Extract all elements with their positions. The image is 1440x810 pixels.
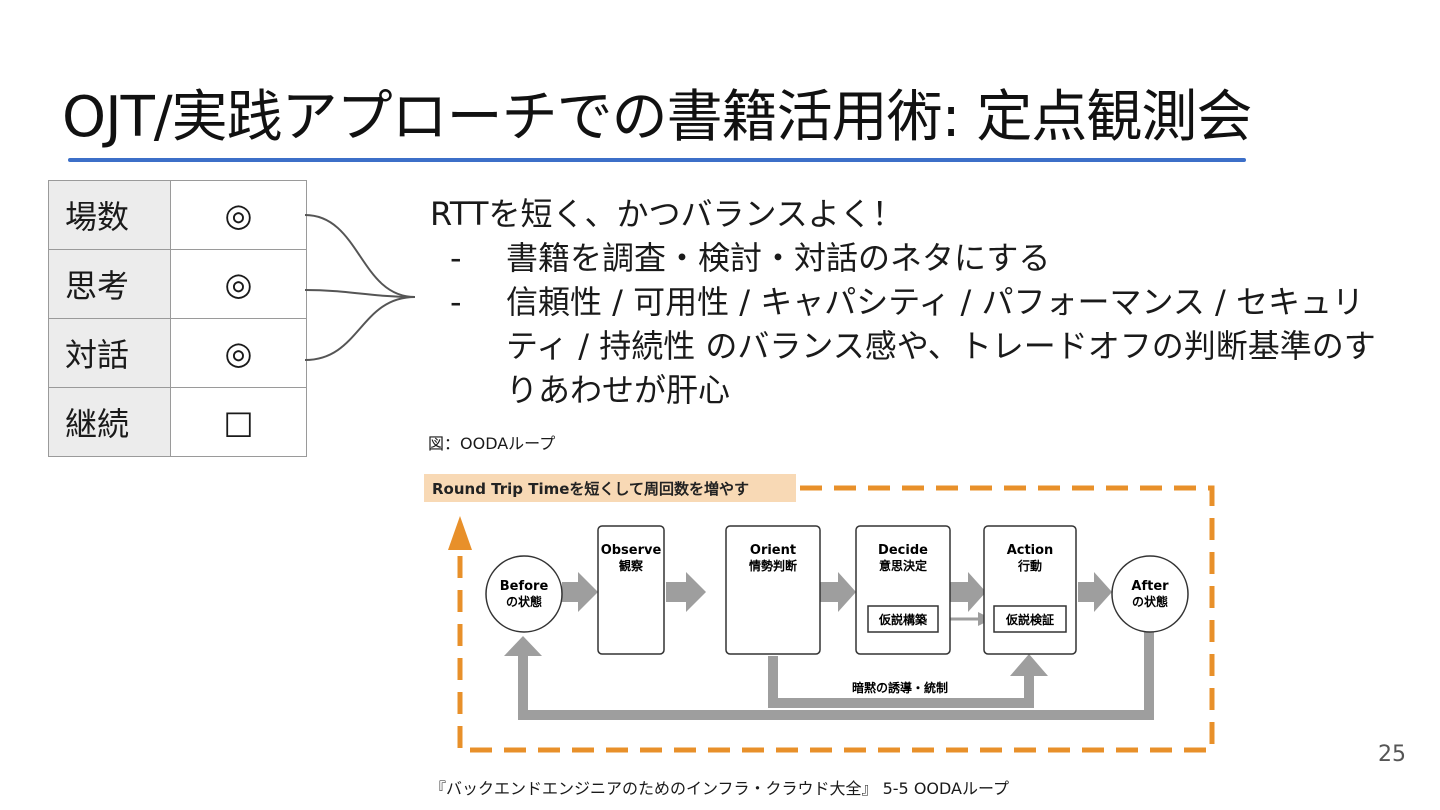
evaluation-table: 場数 ◎ 思考 ◎ 対話 ◎ 継続 □: [48, 180, 307, 457]
bullet-list: RTTを短く、かつバランスよく！ - 書籍を調査・検討・対話のネタにする - 信…: [430, 192, 1386, 412]
orient-sublabel: 情勢判断: [749, 558, 797, 573]
title-underline: [68, 158, 1246, 162]
observe-label: Observe: [601, 543, 662, 558]
decide-sublabel: 意思決定: [879, 558, 927, 573]
row-label: 思考: [48, 249, 171, 319]
bullet-item: - 書籍を調査・検討・対話のネタにする: [430, 236, 1386, 280]
bullet-lead: RTTを短く、かつバランスよく！: [430, 195, 904, 233]
rtt-loop-arrowhead: [448, 516, 472, 550]
orient-label: Orient: [750, 543, 796, 558]
observe-box: [597, 525, 665, 655]
table-row: 対話 ◎: [48, 318, 307, 388]
rtt-banner: [424, 474, 796, 502]
figure-caption: 図：OODAループ: [428, 434, 556, 453]
row-mark: ◎: [170, 249, 307, 319]
merge-lines: [304, 214, 416, 361]
rtt-loop-border: [457, 485, 1215, 753]
ooda-loop-diagram: Round Trip Timeを短くして周回数を増やす Before の状態 O…: [424, 474, 1215, 753]
before-label: Before: [500, 579, 549, 594]
decide-label: Decide: [878, 543, 928, 558]
implicit-guidance-label: 暗黙の誘導・統制: [852, 680, 948, 695]
bullet-item: - 信頼性 / 可用性 / キャパシティ / パフォーマンス / セキュリティ …: [430, 280, 1386, 412]
row-mark: ◎: [170, 180, 307, 250]
action-sublabel: 行動: [1017, 558, 1042, 573]
table-row: 思考 ◎: [48, 249, 307, 319]
bullet-dash: -: [450, 239, 462, 277]
after-label: After: [1131, 579, 1169, 594]
hypothesis-build-box: [867, 605, 939, 633]
source-footer: 『バックエンドエンジニアのためのインフラ・クラウド大全』 5-5 OODAループ: [430, 779, 1010, 798]
hypothesis-verify-label: 仮説検証: [1005, 612, 1054, 627]
hypothesis-verify-box: [993, 605, 1067, 633]
before-state-circle: [485, 555, 563, 633]
row-mark: □: [170, 387, 307, 457]
after-sublabel: の状態: [1132, 594, 1168, 609]
page-title: OJT/実践アプローチでの書籍活用術: 定点観測会: [62, 85, 1252, 150]
after-state-circle: [1111, 555, 1189, 633]
bullet-text: 信頼性 / 可用性 / キャパシティ / パフォーマンス / セキュリティ / …: [506, 283, 1376, 409]
bullet-text: 書籍を調査・検討・対話のネタにする: [506, 239, 1051, 277]
row-label: 継続: [48, 387, 171, 457]
action-label: Action: [1007, 543, 1054, 558]
row-label: 対話: [48, 318, 171, 388]
rtt-banner-text: Round Trip Timeを短くして周回数を増やす: [432, 480, 749, 498]
observe-sublabel: 観察: [619, 558, 644, 573]
table-row: 場数 ◎: [48, 180, 307, 250]
orient-box: [725, 525, 821, 655]
table-row: 継続 □: [48, 387, 307, 457]
row-label: 場数: [48, 180, 171, 250]
hypothesis-build-label: 仮説構築: [878, 612, 928, 627]
bullet-dash: -: [450, 283, 462, 321]
row-mark: ◎: [170, 318, 307, 388]
page-number: 25: [1378, 742, 1406, 767]
before-sublabel: の状態: [506, 594, 542, 609]
